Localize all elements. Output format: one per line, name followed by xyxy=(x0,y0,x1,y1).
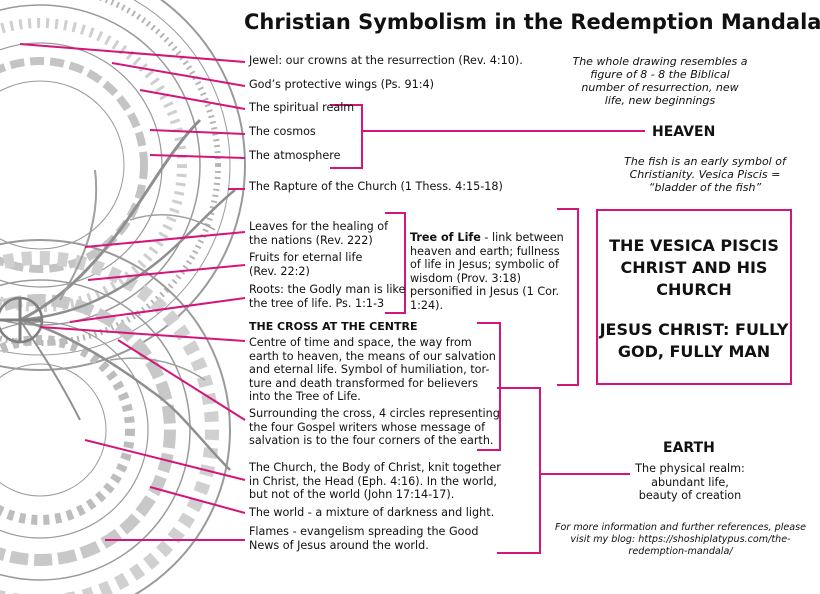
label-four-circles: Surrounding the cross, 4 circles represe… xyxy=(249,407,500,448)
label-atmosphere: The atmosphere xyxy=(249,149,341,162)
heaven-heading: HEAVEN xyxy=(652,124,716,140)
footer-note: For more information and further referen… xyxy=(554,522,807,557)
leader-fruits xyxy=(87,264,246,281)
earth-description: The physical realm:abundant life, beauty… xyxy=(635,462,745,503)
bracket-earth xyxy=(497,387,541,554)
leader-church xyxy=(84,439,246,481)
leader-wings xyxy=(111,62,246,87)
leader-leaves xyxy=(84,231,246,248)
label-wings: God’s protective wings (Ps. 91:4) xyxy=(249,78,435,91)
label-cosmos: The cosmos xyxy=(249,125,316,138)
cross-heading: THE CROSS AT THE CENTRE xyxy=(249,320,418,333)
leader-circles xyxy=(117,339,246,421)
bracket-cross xyxy=(477,322,501,451)
leader-jewel xyxy=(19,43,246,63)
bracket-heaven xyxy=(330,104,363,169)
page-title: Christian Symbolism in the Redemption Ma… xyxy=(244,10,820,34)
bracket-tree xyxy=(385,212,406,314)
leader-spiritual xyxy=(139,89,246,110)
tree-of-life-title: Tree of Life xyxy=(410,231,481,244)
earth-heading: EARTH xyxy=(663,440,715,456)
leader-cross xyxy=(39,326,246,342)
label-rapture: The Rapture of the Church (1 Thess. 4:15… xyxy=(249,180,503,193)
leader-roots xyxy=(69,297,246,323)
label-spiritual-realm: The spiritual realm xyxy=(249,101,355,114)
bracket-vesica xyxy=(557,208,579,386)
leader-world xyxy=(149,486,246,514)
tree-of-life-note: Tree of Life - link between heaven and e… xyxy=(410,231,564,312)
leader-atmosphere xyxy=(149,154,246,159)
label-fruits: Fruits for eternal life(Rev. 22:2) xyxy=(249,251,363,278)
label-jewel: Jewel: our crowns at the resurrection (R… xyxy=(249,54,523,67)
mandala-drawing xyxy=(0,0,246,594)
label-world: The world - a mixture of darkness and li… xyxy=(249,506,495,519)
label-church: The Church, the Body of Christ, knit tog… xyxy=(249,461,501,502)
leader-cosmos xyxy=(149,129,246,135)
